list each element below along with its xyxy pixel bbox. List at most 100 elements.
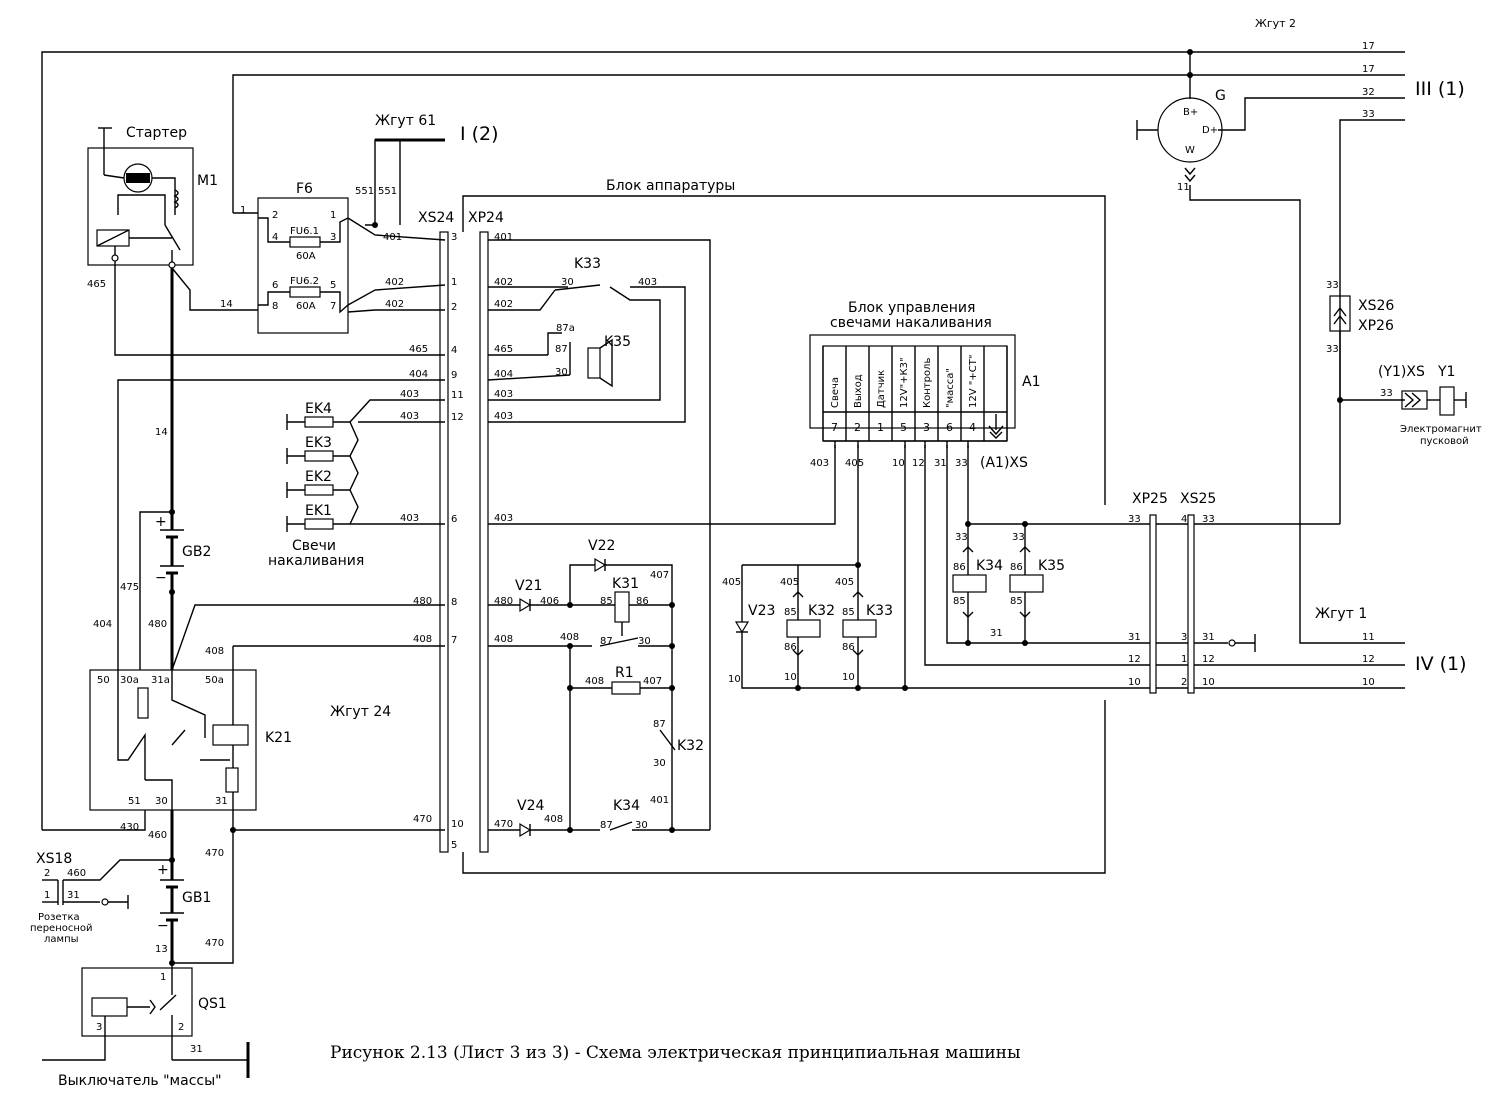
- svg-text:+: +: [157, 862, 169, 878]
- a1-wire-number: 405: [845, 458, 864, 469]
- svg-text:10: 10: [1202, 677, 1215, 688]
- svg-text:K34: K34: [976, 558, 1003, 574]
- k33-pin-30: 30: [561, 277, 574, 288]
- battery-gb1: + − GB1 13: [155, 857, 211, 966]
- svg-text:+: +: [155, 514, 167, 530]
- a1-wire-number: 10: [892, 458, 905, 469]
- generator-g: B+ D+ W G 11: [1136, 88, 1226, 193]
- wire-475: [139, 511, 172, 670]
- svg-text:Выключатель "массы": Выключатель "массы": [58, 1073, 222, 1089]
- harness-1-label: Жгут 1: [1315, 606, 1367, 622]
- svg-text:480: 480: [494, 596, 513, 607]
- starter-m1: Стартер M1: [87, 125, 218, 269]
- svg-text:EK2: EK2: [305, 469, 332, 485]
- harness-2-label: Жгут 2: [1255, 17, 1296, 30]
- connector-xs26-xp26: 33 33 XS26 XP26: [1326, 280, 1394, 524]
- svg-text:V23: V23: [748, 603, 775, 619]
- a1-wire-number: 403: [810, 458, 829, 469]
- svg-text:30a: 30a: [120, 675, 139, 686]
- svg-text:403: 403: [400, 513, 419, 524]
- svg-text:30: 30: [653, 758, 666, 769]
- starter-wiring: [114, 261, 445, 670]
- svg-text:8: 8: [451, 597, 457, 608]
- svg-text:свечами накаливания: свечами накаливания: [830, 315, 992, 331]
- svg-text:86: 86: [842, 642, 855, 653]
- svg-text:10: 10: [1362, 677, 1375, 688]
- a1-pin-number: 6: [946, 421, 953, 434]
- svg-text:31: 31: [215, 796, 228, 807]
- ref-iv-1: IV (1): [1415, 653, 1467, 675]
- svg-text:K35: K35: [1038, 558, 1065, 574]
- connector-xs24-xp24: [439, 195, 1106, 874]
- wire-480: [171, 604, 445, 671]
- a1-pin-number: 5: [900, 421, 907, 434]
- wire-label-14a: 14: [220, 299, 233, 310]
- wire-470-down: [172, 830, 234, 964]
- glow-control-a1: Блок управления свечами накаливания A1 (…: [809, 300, 1040, 471]
- svg-text:пусковой: пусковой: [1420, 436, 1469, 447]
- xs24-pin-numbers: 3 1 2 4 9 11 12 6 8 7 10 5: [451, 232, 464, 851]
- svg-text:31: 31: [1202, 632, 1215, 643]
- wire-label-402a: 402: [385, 277, 404, 288]
- svg-text:G: G: [1215, 88, 1226, 104]
- svg-text:−: −: [155, 570, 167, 586]
- connector-xp25-xs25: XP25 XS25 33 4 33 31 3 31 12 1 12 10 2 1…: [1128, 491, 1405, 694]
- svg-text:408: 408: [544, 814, 563, 825]
- svg-text:QS1: QS1: [198, 996, 227, 1012]
- a1-pin-name: 12V "+СТ": [968, 355, 979, 408]
- svg-text:12: 12: [1202, 654, 1215, 665]
- svg-text:FU6.2: FU6.2: [290, 276, 319, 287]
- svg-text:накаливания: накаливания: [268, 553, 364, 569]
- wire-label-430: 430: [120, 822, 139, 833]
- svg-text:F6: F6: [296, 181, 313, 197]
- svg-text:33: 33: [1326, 344, 1339, 355]
- svg-text:12: 12: [1128, 654, 1141, 665]
- svg-text:7: 7: [330, 301, 336, 312]
- svg-text:12: 12: [451, 412, 464, 423]
- svg-text:408: 408: [560, 632, 579, 643]
- svg-text:10: 10: [842, 672, 855, 683]
- svg-text:408: 408: [413, 634, 432, 645]
- svg-text:4: 4: [451, 345, 457, 356]
- svg-text:1: 1: [330, 210, 336, 221]
- svg-text:12: 12: [1362, 654, 1375, 665]
- a1-pin-name: Датчик: [876, 370, 887, 408]
- k35-pin-87a: 87a: [556, 323, 575, 334]
- a1-pin-number: 2: [854, 421, 861, 434]
- svg-text:33: 33: [1380, 388, 1393, 399]
- svg-text:XP26: XP26: [1358, 318, 1394, 334]
- wire-403-to-a1: [488, 445, 836, 525]
- a1-pin-name: Выход: [853, 374, 864, 408]
- svg-text:10: 10: [451, 819, 464, 830]
- svg-text:7: 7: [451, 635, 457, 646]
- svg-text:31: 31: [190, 1044, 203, 1055]
- svg-text:13: 13: [155, 944, 168, 955]
- svg-text:1: 1: [160, 972, 166, 983]
- svg-text:10: 10: [1128, 677, 1141, 688]
- svg-text:1: 1: [44, 890, 50, 901]
- svg-text:60A: 60A: [296, 251, 316, 262]
- wire-label-551a: 551: [355, 186, 374, 197]
- svg-text:10: 10: [784, 672, 797, 683]
- svg-text:K33: K33: [866, 603, 893, 619]
- svg-text:6: 6: [272, 280, 278, 291]
- a1-pin-number: 3: [923, 421, 930, 434]
- harness-61-label: Жгут 61: [375, 113, 436, 129]
- svg-text:11: 11: [1362, 632, 1375, 643]
- svg-text:31: 31: [67, 890, 80, 901]
- svg-text:405: 405: [780, 577, 799, 588]
- svg-text:86: 86: [953, 562, 966, 573]
- svg-text:460: 460: [67, 868, 86, 879]
- svg-text:30: 30: [155, 796, 168, 807]
- svg-text:W: W: [1185, 145, 1195, 156]
- a1-pin-number: 7: [831, 421, 838, 434]
- svg-text:EK1: EK1: [305, 503, 332, 519]
- ref-iii-1: III (1): [1415, 78, 1465, 100]
- a1-pin-name: 12V"+К3": [899, 357, 910, 408]
- svg-text:A1: A1: [1022, 374, 1040, 390]
- svg-text:Y1: Y1: [1437, 364, 1455, 380]
- wire-label-470a: 470: [205, 848, 224, 859]
- a1-pin-number: 1: [877, 421, 884, 434]
- relay-k21: 50 30a 31a 50a 51 30 31 K21: [89, 646, 292, 811]
- svg-text:465: 465: [494, 344, 513, 355]
